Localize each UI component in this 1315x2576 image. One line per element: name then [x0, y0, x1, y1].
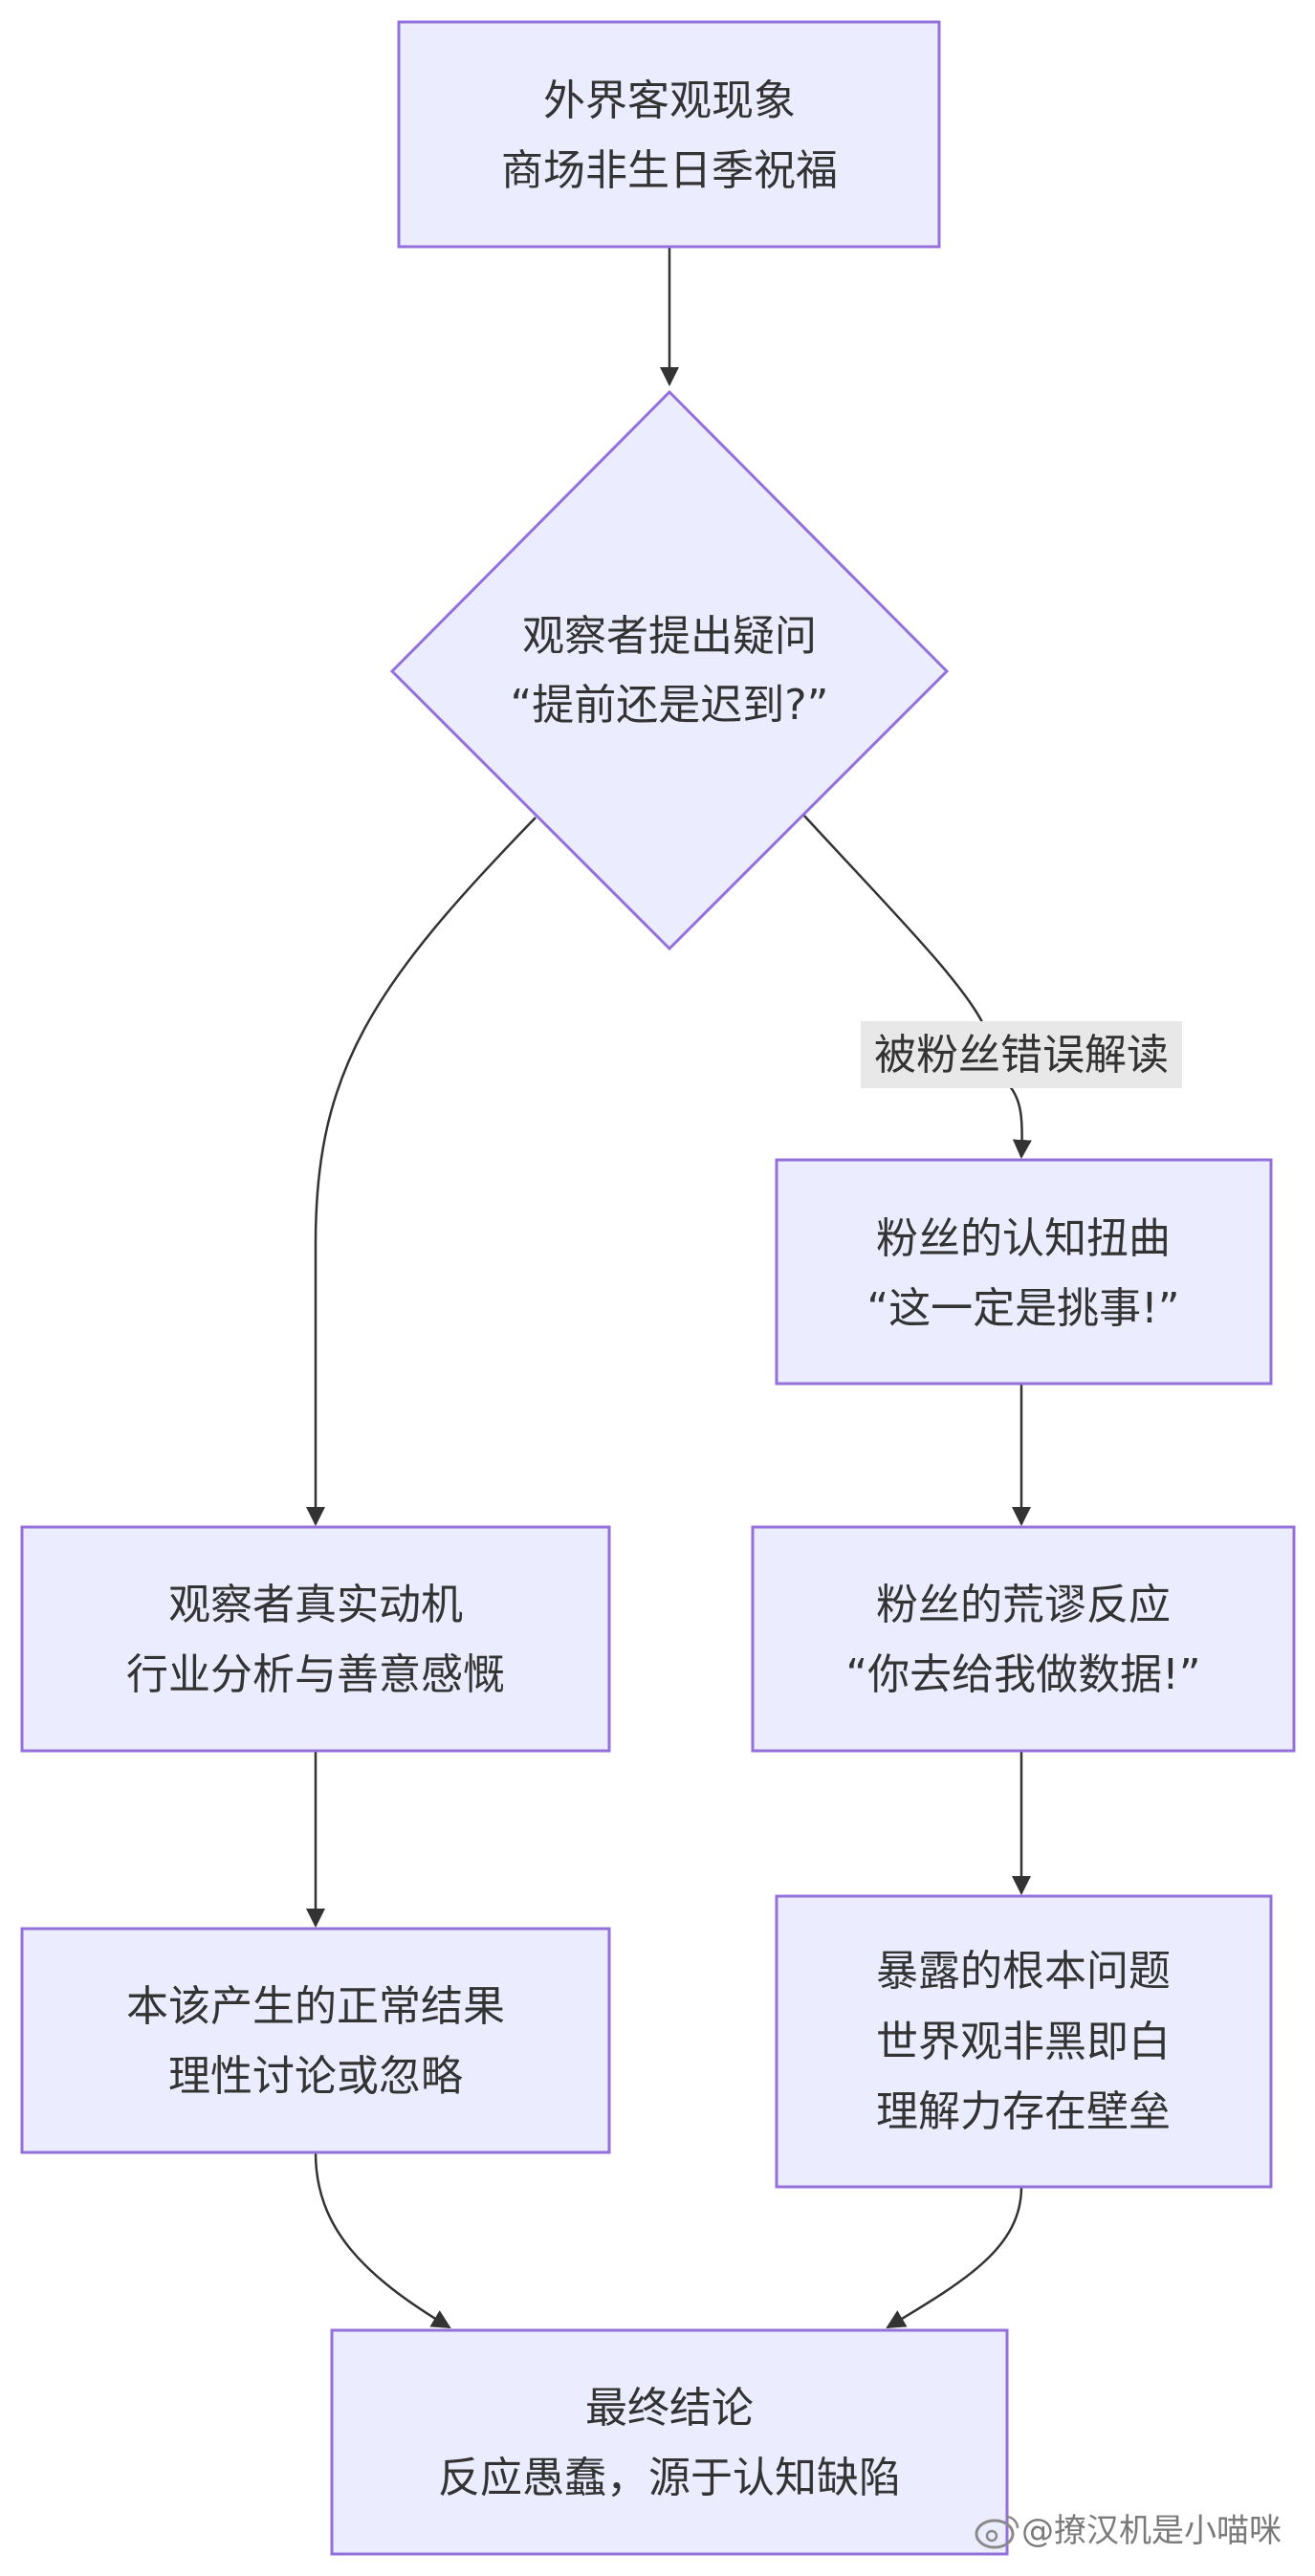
node-observer-motive-line2: 行业分析与善意感慨 — [126, 1650, 505, 1699]
node-conclusion-box — [330, 2328, 1009, 2556]
edge-question-to-fan-distortion-part1 — [802, 814, 987, 1029]
node-phenomenon-box — [397, 20, 941, 249]
node-phenomenon-line2: 商场非生日季祝福 — [501, 146, 838, 195]
node-conclusion: 最终结论 反应愚蠢，源于认知缺陷 — [330, 2328, 1009, 2556]
node-conclusion-line1: 最终结论 — [585, 2384, 754, 2433]
edge-label-background — [861, 1021, 1182, 1088]
edge-question-to-fan-distortion-part2 — [1008, 1084, 1032, 1159]
node-normal-result-line2: 理性讨论或忽略 — [168, 2052, 463, 2101]
node-phenomenon-line1: 外界客观现象 — [543, 76, 796, 125]
node-fan-distortion: 粉丝的认知扭曲 “这一定是挑事!” — [775, 1158, 1273, 1386]
node-fan-reaction-line2: “你去给我做数据!” — [845, 1650, 1200, 1699]
node-phenomenon: 外界客观现象 商场非生日季祝福 — [397, 20, 941, 249]
node-root-problem-line3: 理解力存在壁垒 — [876, 2087, 1171, 2136]
node-fan-distortion-box — [775, 1158, 1273, 1386]
node-fan-reaction-box — [751, 1525, 1296, 1753]
node-question-diamond — [389, 389, 950, 951]
edge-normal-result-to-conclusion — [314, 2151, 451, 2329]
node-observer-motive-line1: 观察者真实动机 — [168, 1581, 463, 1629]
edge-question-to-observer-motive — [306, 817, 537, 1526]
node-normal-result-box — [20, 1927, 611, 2154]
node-normal-result: 本该产生的正常结果 理性讨论或忽略 — [20, 1927, 611, 2154]
node-fan-reaction: 粉丝的荒谬反应 “你去给我做数据!” — [751, 1525, 1296, 1753]
node-conclusion-line2: 反应愚蠢，源于认知缺陷 — [438, 2454, 901, 2502]
node-root-problem-line1: 暴露的根本问题 — [876, 1947, 1171, 1996]
edge-root-problem-to-conclusion — [886, 2186, 1023, 2329]
node-fan-distortion-line1: 粉丝的认知扭曲 — [876, 1214, 1171, 1263]
node-observer-motive-box — [20, 1525, 611, 1753]
node-fan-reaction-line1: 粉丝的荒谬反应 — [876, 1581, 1171, 1629]
edge-label-text: 被粉丝错误解读 — [874, 1031, 1169, 1080]
node-observer-motive: 观察者真实动机 行业分析与善意感慨 — [20, 1525, 611, 1753]
edges — [306, 247, 1032, 2329]
node-normal-result-line1: 本该产生的正常结果 — [126, 1982, 505, 2031]
weibo-logo-icon — [975, 2515, 1019, 2549]
node-root-problem: 暴露的根本问题 世界观非黑即白 理解力存在壁垒 — [775, 1894, 1273, 2189]
watermark-text: @撩汉机是小喵咪 — [1021, 2512, 1282, 2550]
node-root-problem-box — [775, 1894, 1273, 2189]
node-fan-distortion-line2: “这一定是挑事!” — [866, 1284, 1179, 1333]
node-question-line2: “提前还是迟到?” — [511, 681, 829, 730]
node-question: 观察者提出疑问 “提前还是迟到?” — [389, 389, 950, 951]
node-root-problem-line2: 世界观非黑即白 — [876, 2018, 1171, 2066]
node-question-line1: 观察者提出疑问 — [522, 612, 817, 661]
edge-label-misread: 被粉丝错误解读 — [861, 1021, 1182, 1088]
watermark: @撩汉机是小喵咪 — [975, 2512, 1282, 2550]
